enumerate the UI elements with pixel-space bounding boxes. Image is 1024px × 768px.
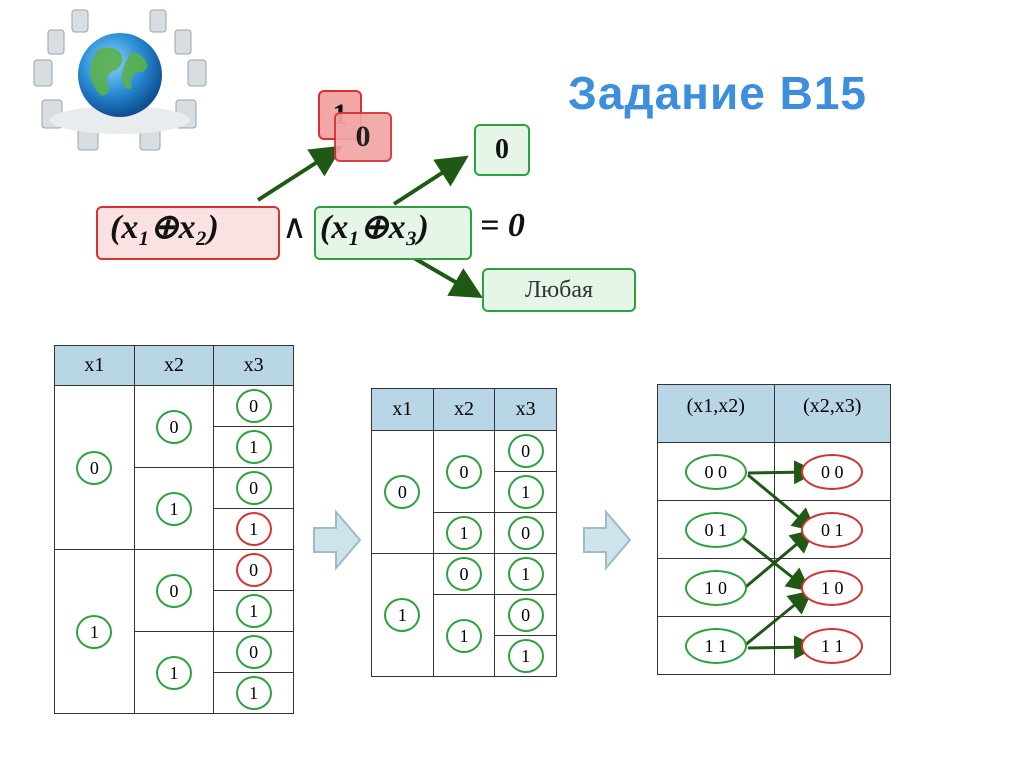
header-x2: x2 <box>432 388 496 431</box>
t1-x3-value: 0 <box>235 635 272 669</box>
t1-x2-value: 1 <box>155 655 192 690</box>
transition-arrow-1 <box>313 509 362 571</box>
arrow-term1-to-red <box>256 145 343 202</box>
t2-x3-value: 0 <box>507 516 544 550</box>
t2-x3-value: 1 <box>507 557 544 591</box>
formula-term1: (x₁⊕x₂) <box>110 209 219 246</box>
arrow-term2-to-zero <box>392 155 469 206</box>
pairs-mapping-table: (x1,x2) (x2,x3) 0 0 0 0 0 1 0 1 1 0 1 0 … <box>657 384 891 675</box>
t1-x3-value: 1 <box>235 594 272 628</box>
t1-x3-value-excluded: 1 <box>235 512 272 546</box>
t1-x1-value: 0 <box>76 450 113 485</box>
green-result-box-zero: 0 <box>474 124 530 176</box>
header-x2-x3: (x2,x3) <box>773 384 891 443</box>
pair-right: 0 0 <box>801 453 864 490</box>
t2-x3-value: 1 <box>507 639 544 673</box>
header-x1: x1 <box>54 345 135 386</box>
t2-x1-value: 0 <box>384 475 421 509</box>
t2-x2-value: 1 <box>445 618 482 653</box>
t1-x1-value: 1 <box>76 614 113 649</box>
t1-x3-value: 1 <box>235 676 272 710</box>
pair-right: 1 0 <box>801 569 864 606</box>
t1-x2-value: 1 <box>155 491 192 526</box>
pair-right: 0 1 <box>801 511 864 548</box>
header-x1-x2: (x1,x2) <box>657 384 775 443</box>
t1-x3-value: 0 <box>235 471 272 505</box>
t2-x3-value: 0 <box>507 598 544 632</box>
pair-right: 1 1 <box>801 627 864 664</box>
t2-x2-value: 0 <box>445 557 482 591</box>
term1-box <box>96 206 280 260</box>
t2-x3-value: 0 <box>507 434 544 468</box>
header-x2: x2 <box>133 345 215 386</box>
t2-x2-value: 0 <box>445 454 482 489</box>
arrow-term2-to-any <box>412 256 483 299</box>
page-title: Задание B15 <box>568 67 867 119</box>
transition-arrow-2 <box>583 509 632 571</box>
pair-left: 0 1 <box>684 511 747 548</box>
pair-left: 1 1 <box>684 627 747 664</box>
pair-left: 0 0 <box>684 453 747 490</box>
globe-conference-logo <box>33 9 207 151</box>
t1-x3-value-excluded: 0 <box>235 553 272 587</box>
header-x3: x3 <box>494 388 557 431</box>
pair-left: 1 0 <box>684 569 747 606</box>
formula-rhs: = 0 <box>480 207 525 244</box>
header-x1: x1 <box>371 388 434 431</box>
t2-x2-value: 1 <box>445 516 482 550</box>
t1-x2-value: 0 <box>155 573 192 608</box>
formula-term2: (x₁⊕x₃) <box>320 209 429 246</box>
formula-and-operator: ∧ <box>282 209 307 246</box>
t1-x3-value: 0 <box>235 389 272 423</box>
red-result-box-front: 0 <box>334 112 392 162</box>
truth-table-full: x1 x2 x3 0 0 0 1 1 0 1 1 0 0 1 1 0 <box>54 345 294 714</box>
truth-table-filtered: x1 x2 x3 0 0 0 1 1 0 1 0 1 1 0 1 <box>371 388 557 677</box>
t1-x2-value: 0 <box>155 409 192 444</box>
t1-x3-value: 1 <box>235 430 272 464</box>
t2-x3-value: 1 <box>507 475 544 509</box>
green-result-box-any: Любая <box>482 268 636 312</box>
term2-box <box>314 206 472 260</box>
t2-x1-value: 1 <box>384 598 421 632</box>
header-x3: x3 <box>213 345 294 386</box>
